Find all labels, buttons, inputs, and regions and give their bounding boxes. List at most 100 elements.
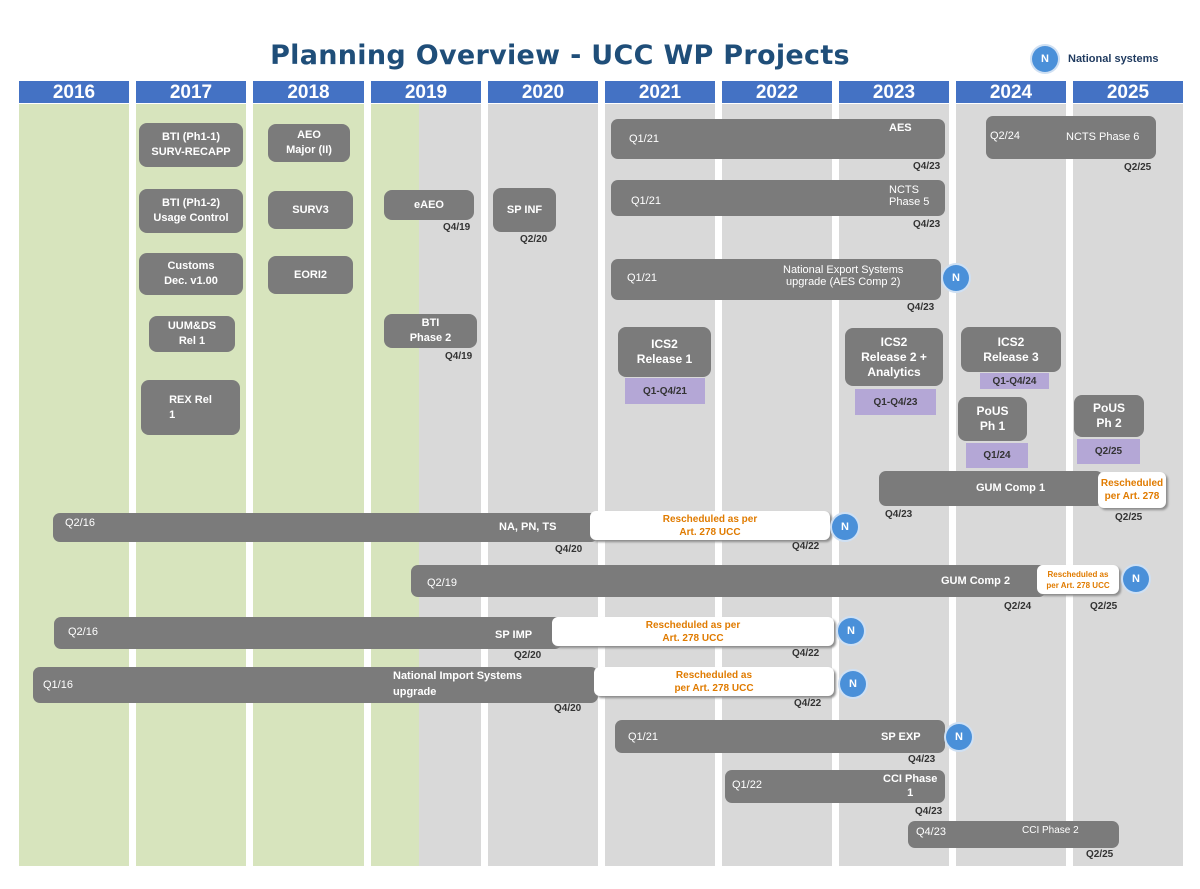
- cci-phase2-start-label: Q4/23: [916, 826, 946, 838]
- na-pn-ts-bar: Q2/16 NA, PN, TS: [53, 513, 598, 542]
- aeo-box: AEO Major (II): [268, 124, 350, 162]
- eaeo-end-label: Q4/19: [443, 222, 471, 233]
- sp-exp-bar: Q1/21 SP EXP: [615, 720, 945, 753]
- ics2-release1-dates: Q1-Q4/21: [625, 378, 705, 404]
- gum-comp1-label: GUM Comp 1: [976, 482, 1046, 494]
- national-export-n-badge: N: [943, 265, 969, 291]
- national-import-n-badge: N: [840, 671, 866, 697]
- bti-ph2-end-label: Q4/19: [445, 351, 473, 362]
- sp-imp-rescheduled: Rescheduled as per Art. 278 UCC: [552, 617, 834, 646]
- ncts5-bar: Q1/21 NCTS Phase 5: [611, 180, 945, 216]
- eaeo-box: eAEO: [384, 190, 474, 220]
- gum-comp2-n-badge: N: [1123, 566, 1149, 592]
- year-2019: 2019: [371, 81, 481, 103]
- national-export-start-label: Q1/21: [627, 272, 657, 284]
- legend-label: National systems: [1068, 53, 1159, 65]
- year-2016: 2016: [19, 81, 129, 103]
- cci-phase2-end-label: Q2/25: [1086, 849, 1114, 860]
- ncts5-end-label: Q4/23: [913, 219, 941, 230]
- aes-end-label: Q4/23: [913, 161, 941, 172]
- gum-comp1-bar: GUM Comp 1: [879, 471, 1103, 506]
- ics2-release1-box: ICS2 Release 1: [618, 327, 711, 377]
- sp-exp-start-label: Q1/21: [628, 731, 658, 743]
- year-2024: 2024: [956, 81, 1066, 103]
- sp-inf-box: SP INF: [493, 188, 556, 232]
- national-export-bar: Q1/21 National Export Systems upgrade (A…: [611, 259, 941, 300]
- na-pn-ts-rescheduled: Rescheduled as per Art. 278 UCC: [590, 511, 830, 540]
- bti-ph1-2-box: BTI (Ph1-2) Usage Control: [139, 189, 243, 233]
- column-2019-green: [371, 104, 419, 866]
- year-2018: 2018: [253, 81, 364, 103]
- year-2023: 2023: [839, 81, 949, 103]
- year-2025: 2025: [1073, 81, 1183, 103]
- national-export-end-label: Q4/23: [907, 302, 935, 313]
- ics2-release2-box: ICS2 Release 2 + Analytics: [845, 328, 943, 386]
- sp-inf-end-label: Q2/20: [520, 234, 548, 245]
- gum-comp1-end-label: Q2/25: [1115, 512, 1143, 523]
- national-import-label: National Import Systems upgrade: [393, 670, 522, 698]
- gum-comp2-end-label: Q2/24: [1004, 601, 1032, 612]
- ncts6-start-label: Q2/24: [990, 130, 1020, 142]
- column-2019-grey: [419, 104, 481, 866]
- column-2018: [253, 104, 364, 866]
- pous-ph1-dates: Q1/24: [966, 443, 1028, 468]
- sp-imp-end-label: Q2/20: [514, 650, 542, 661]
- ics2-release3-dates: Q1-Q4/24: [980, 373, 1049, 389]
- na-pn-ts-start-label: Q2/16: [65, 517, 95, 529]
- aes-bar: Q1/21 AES: [611, 119, 945, 159]
- page-title: Planning Overview - UCC WP Projects: [270, 40, 850, 71]
- sp-exp-n-badge: N: [946, 724, 972, 750]
- bti-ph2-box: BTI Phase 2: [384, 314, 477, 348]
- eori2-box: EORI2: [268, 256, 353, 294]
- sp-imp-n-badge: N: [838, 618, 864, 644]
- uum-ds-box: UUM&DS Rel 1: [149, 316, 235, 352]
- year-2022: 2022: [722, 81, 832, 103]
- column-2016: [19, 104, 129, 866]
- gum-comp2-start-label: Q2/19: [427, 577, 457, 589]
- national-import-start-label: Q1/16: [43, 679, 73, 691]
- national-import-end2-label: Q4/22: [794, 698, 822, 709]
- na-pn-ts-end2-label: Q4/22: [792, 541, 820, 552]
- gum-comp2-end2-label: Q2/25: [1090, 601, 1118, 612]
- cci-phase1-end-label: Q4/23: [915, 806, 943, 817]
- sp-imp-end2-label: Q4/22: [792, 648, 820, 659]
- national-import-rescheduled: Rescheduled as per Art. 278 UCC: [594, 667, 834, 696]
- year-2017: 2017: [136, 81, 246, 103]
- sp-imp-start-label: Q2/16: [68, 626, 98, 638]
- national-export-label: National Export Systems upgrade (AES Com…: [783, 264, 904, 288]
- ncts6-bar: Q2/24 NCTS Phase 6: [986, 116, 1156, 159]
- sp-exp-end-label: Q4/23: [908, 754, 936, 765]
- ics2-release3-box: ICS2 Release 3: [961, 327, 1061, 372]
- na-pn-ts-end-label: Q4/20: [555, 544, 583, 555]
- rex-box: REX Rel 1: [141, 380, 240, 435]
- national-systems-legend-badge: N: [1032, 46, 1058, 72]
- pous-ph2-dates: Q2/25: [1077, 439, 1140, 464]
- gum-comp2-bar: Q2/19 GUM Comp 2: [411, 565, 1046, 597]
- cci-phase2-bar: Q4/23 CCI Phase 2: [908, 821, 1119, 848]
- sp-imp-label: SP IMP: [495, 629, 533, 641]
- cci-phase2-label: CCI Phase 2: [1022, 825, 1079, 836]
- gum-comp1-start-label: Q4/23: [885, 509, 913, 520]
- gum-comp2-label: GUM Comp 2: [941, 575, 1011, 587]
- cci-phase1-bar: Q1/22 CCI Phase 1: [725, 770, 945, 803]
- sp-imp-bar: Q2/16 SP IMP: [54, 617, 562, 649]
- ncts6-label: NCTS Phase 6: [1066, 131, 1140, 143]
- year-2021: 2021: [605, 81, 715, 103]
- ncts6-end-label: Q2/25: [1124, 162, 1152, 173]
- na-pn-ts-label: NA, PN, TS: [499, 521, 557, 533]
- gum-comp2-rescheduled: Rescheduled as per Art. 278 UCC: [1037, 565, 1119, 594]
- gum-comp1-rescheduled: Rescheduled per Art. 278: [1098, 472, 1166, 508]
- cci-phase1-label: CCI Phase 1: [883, 773, 938, 799]
- customs-dec-box: Customs Dec. v1.00: [139, 253, 243, 295]
- national-import-bar: Q1/16 National Import Systems upgrade: [33, 667, 598, 703]
- year-2020: 2020: [488, 81, 598, 103]
- na-pn-ts-n-badge: N: [832, 514, 858, 540]
- cci-phase1-start-label: Q1/22: [732, 779, 762, 791]
- pous-ph2-box: PoUS Ph 2: [1074, 395, 1144, 437]
- national-import-end-label: Q4/20: [554, 703, 582, 714]
- aes-label: AES: [889, 122, 912, 134]
- aes-start-label: Q1/21: [629, 133, 659, 145]
- pous-ph1-box: PoUS Ph 1: [958, 397, 1027, 441]
- ics2-release2-dates: Q1-Q4/23: [855, 389, 936, 415]
- bti-ph1-1-box: BTI (Ph1-1) SURV-RECAPP: [139, 123, 243, 167]
